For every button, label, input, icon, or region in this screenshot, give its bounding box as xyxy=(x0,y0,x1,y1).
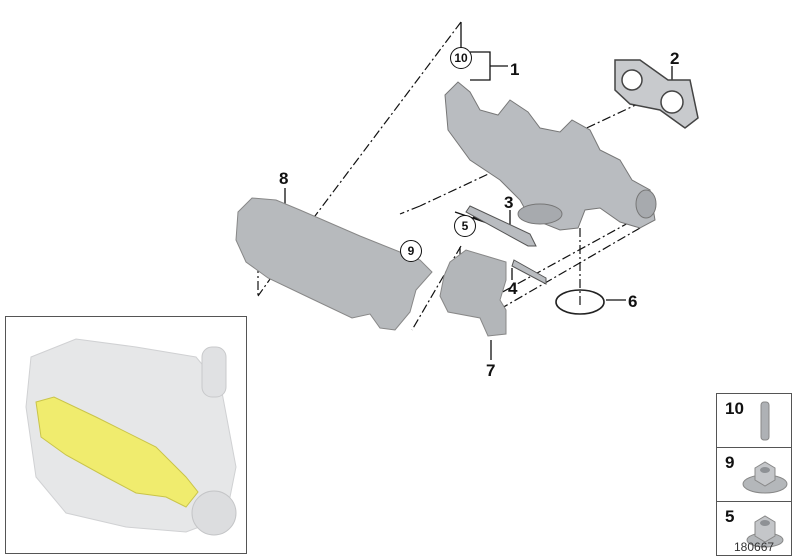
exhaust-manifold-part xyxy=(444,81,657,231)
callout-5-circled: 5 xyxy=(454,215,476,237)
callout-9-circled: 9 xyxy=(400,240,422,262)
manifold-heat-shield-part xyxy=(235,197,433,331)
stud-bolt-icon xyxy=(760,401,770,441)
gasket-part xyxy=(614,59,699,129)
engine-overview-image xyxy=(25,338,237,536)
callout-6: 6 xyxy=(628,292,638,311)
callout-7: 7 xyxy=(486,361,496,380)
bracket-strut-part xyxy=(465,205,537,247)
callout-2: 2 xyxy=(670,49,680,68)
highlighted-heat-shield xyxy=(35,396,199,508)
fastener-legend: 10 9 5 xyxy=(716,393,792,556)
seal-ring-part xyxy=(555,289,605,315)
legend-item-9: 9 xyxy=(717,448,791,502)
legend-item-5: 5 xyxy=(717,502,791,555)
legend-num: 10 xyxy=(725,399,744,418)
hex-washer-nut-icon xyxy=(742,461,788,494)
callout-1: 1 xyxy=(510,60,520,79)
document-id: 180667 xyxy=(734,540,775,554)
legend-item-10: 10 xyxy=(717,394,791,448)
legend-num: 9 xyxy=(725,453,735,472)
callout-4: 4 xyxy=(508,279,518,298)
legend-num: 5 xyxy=(725,507,735,526)
turbo-heat-shield-part xyxy=(439,249,507,337)
flange-nut-icon xyxy=(746,515,784,548)
callout-10-circled: 10 xyxy=(450,47,472,69)
bracket-strap-part xyxy=(511,259,547,285)
callout-8: 8 xyxy=(279,169,289,188)
callout-3: 3 xyxy=(504,193,514,212)
engine-overview-inset xyxy=(5,316,247,554)
